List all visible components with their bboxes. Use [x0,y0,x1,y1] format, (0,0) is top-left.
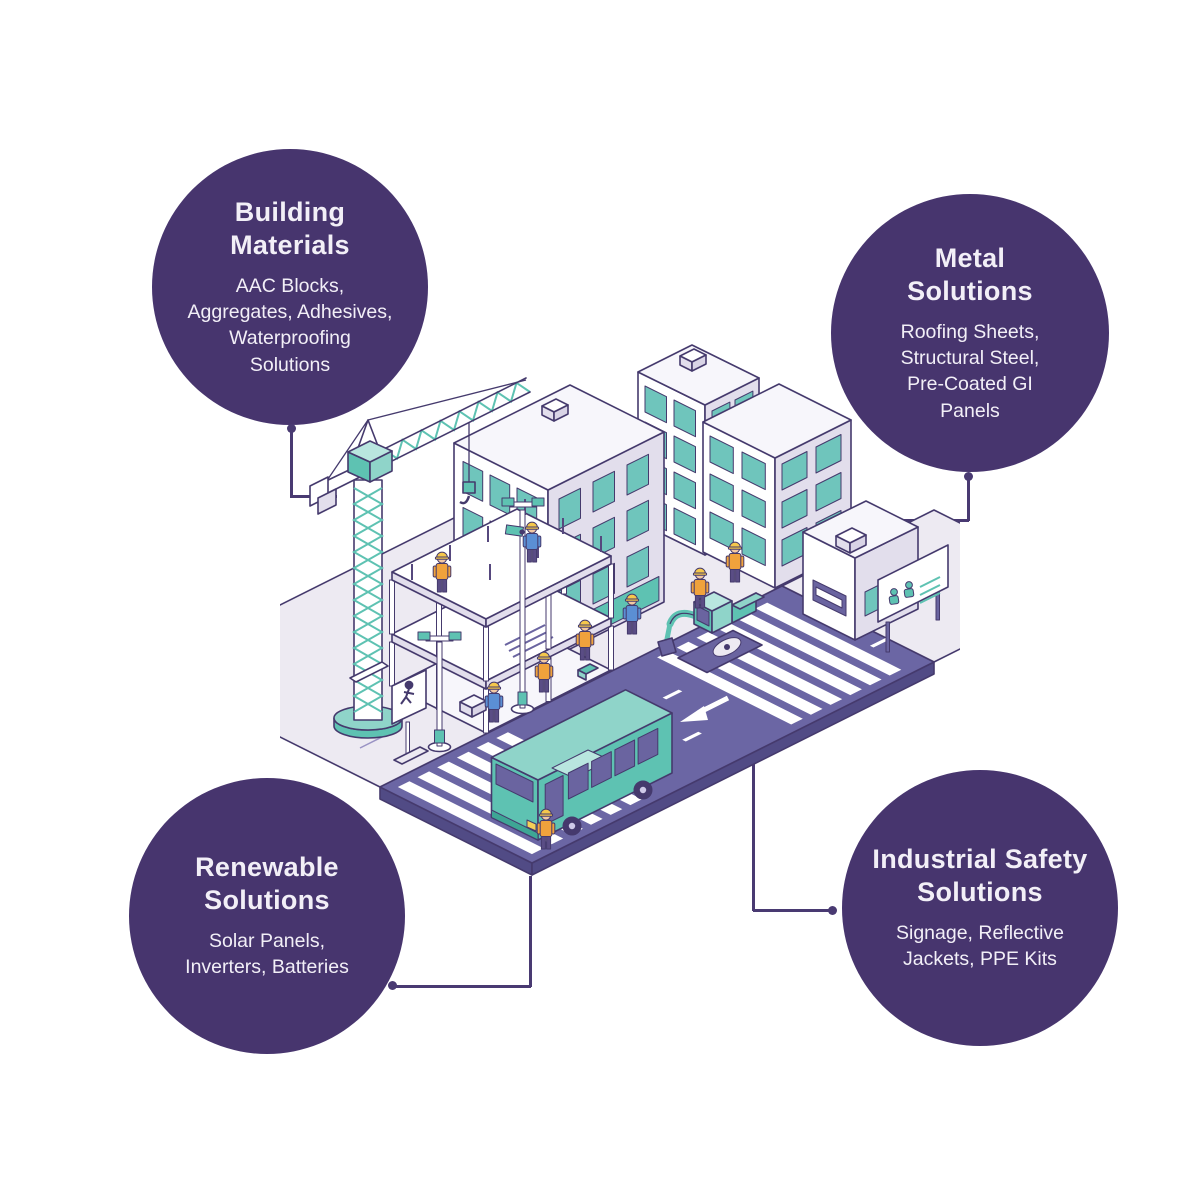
callout-subtitle: AAC Blocks, Aggregates, Adhesives, Water… [187,275,393,376]
ticket-kiosk [802,500,919,641]
construction-billboard [877,544,949,653]
construction-props [349,661,599,718]
callout-building-materials: Building Materials AAC Blocks, Aggregate… [152,149,428,425]
city-construction-illustration [280,344,960,876]
callout-metal-solutions: Metal Solutions Roofing Sheets, Structur… [831,194,1109,472]
callout-subtitle: Solar Panels, Inverters, Batteries [185,930,349,979]
callout-title: Building Materials [230,197,350,261]
callout-industrial-safety-solutions: Industrial Safety Solutions Signage, Ref… [842,770,1118,1046]
pedestrian-crossing-sign [391,669,429,765]
callout-title: Metal Solutions [907,243,1033,307]
callout-subtitle: Signage, Reflective Jackets, PPE Kits [895,922,1065,971]
callout-title: Industrial Safety Solutions [872,844,1088,908]
corner-building [702,383,852,589]
callout-renewable-solutions: Renewable Solutions Solar Panels, Invert… [129,778,405,1054]
excavator [657,591,765,674]
callout-subtitle: Roofing Sheets, Structural Steel, Pre-Co… [900,321,1040,422]
walking-person-icon [400,680,415,705]
callout-title: Renewable Solutions [195,852,339,916]
city-bus [490,688,673,841]
road-arrow [680,695,730,722]
cctv-camera-icon [504,524,525,537]
street-lamp-back [501,497,545,715]
street-lamp-front [417,631,462,753]
crosswalk-middle [657,602,902,725]
